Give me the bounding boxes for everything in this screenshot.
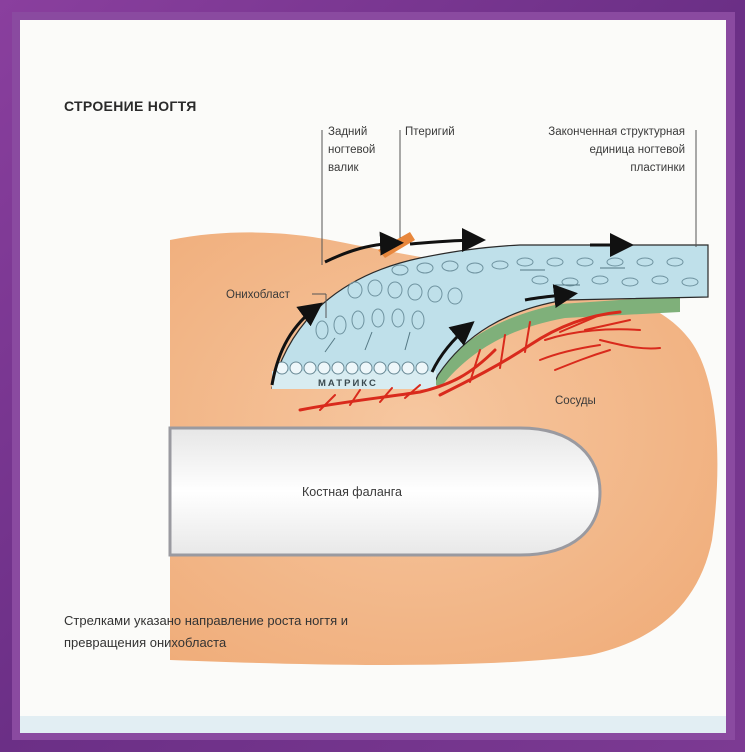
matrix-label: МАТРИКС — [318, 378, 378, 389]
label-finished-unit: Законченная структурная единица ногтевой… — [545, 123, 685, 177]
label-onychoblast: Онихобласт — [226, 286, 290, 304]
label-vessels: Сосуды — [555, 392, 596, 410]
label-proximal-fold: Задний ногтевой валик — [328, 123, 398, 177]
diagram-caption: Стрелками указано направление роста ногт… — [64, 610, 384, 654]
matrix-cells — [276, 362, 428, 374]
diagram-title: СТРОЕНИЕ НОГТЯ — [64, 98, 197, 114]
label-phalanx: Костная фаланга — [302, 483, 402, 501]
label-pterygium: Птеригий — [405, 123, 455, 141]
